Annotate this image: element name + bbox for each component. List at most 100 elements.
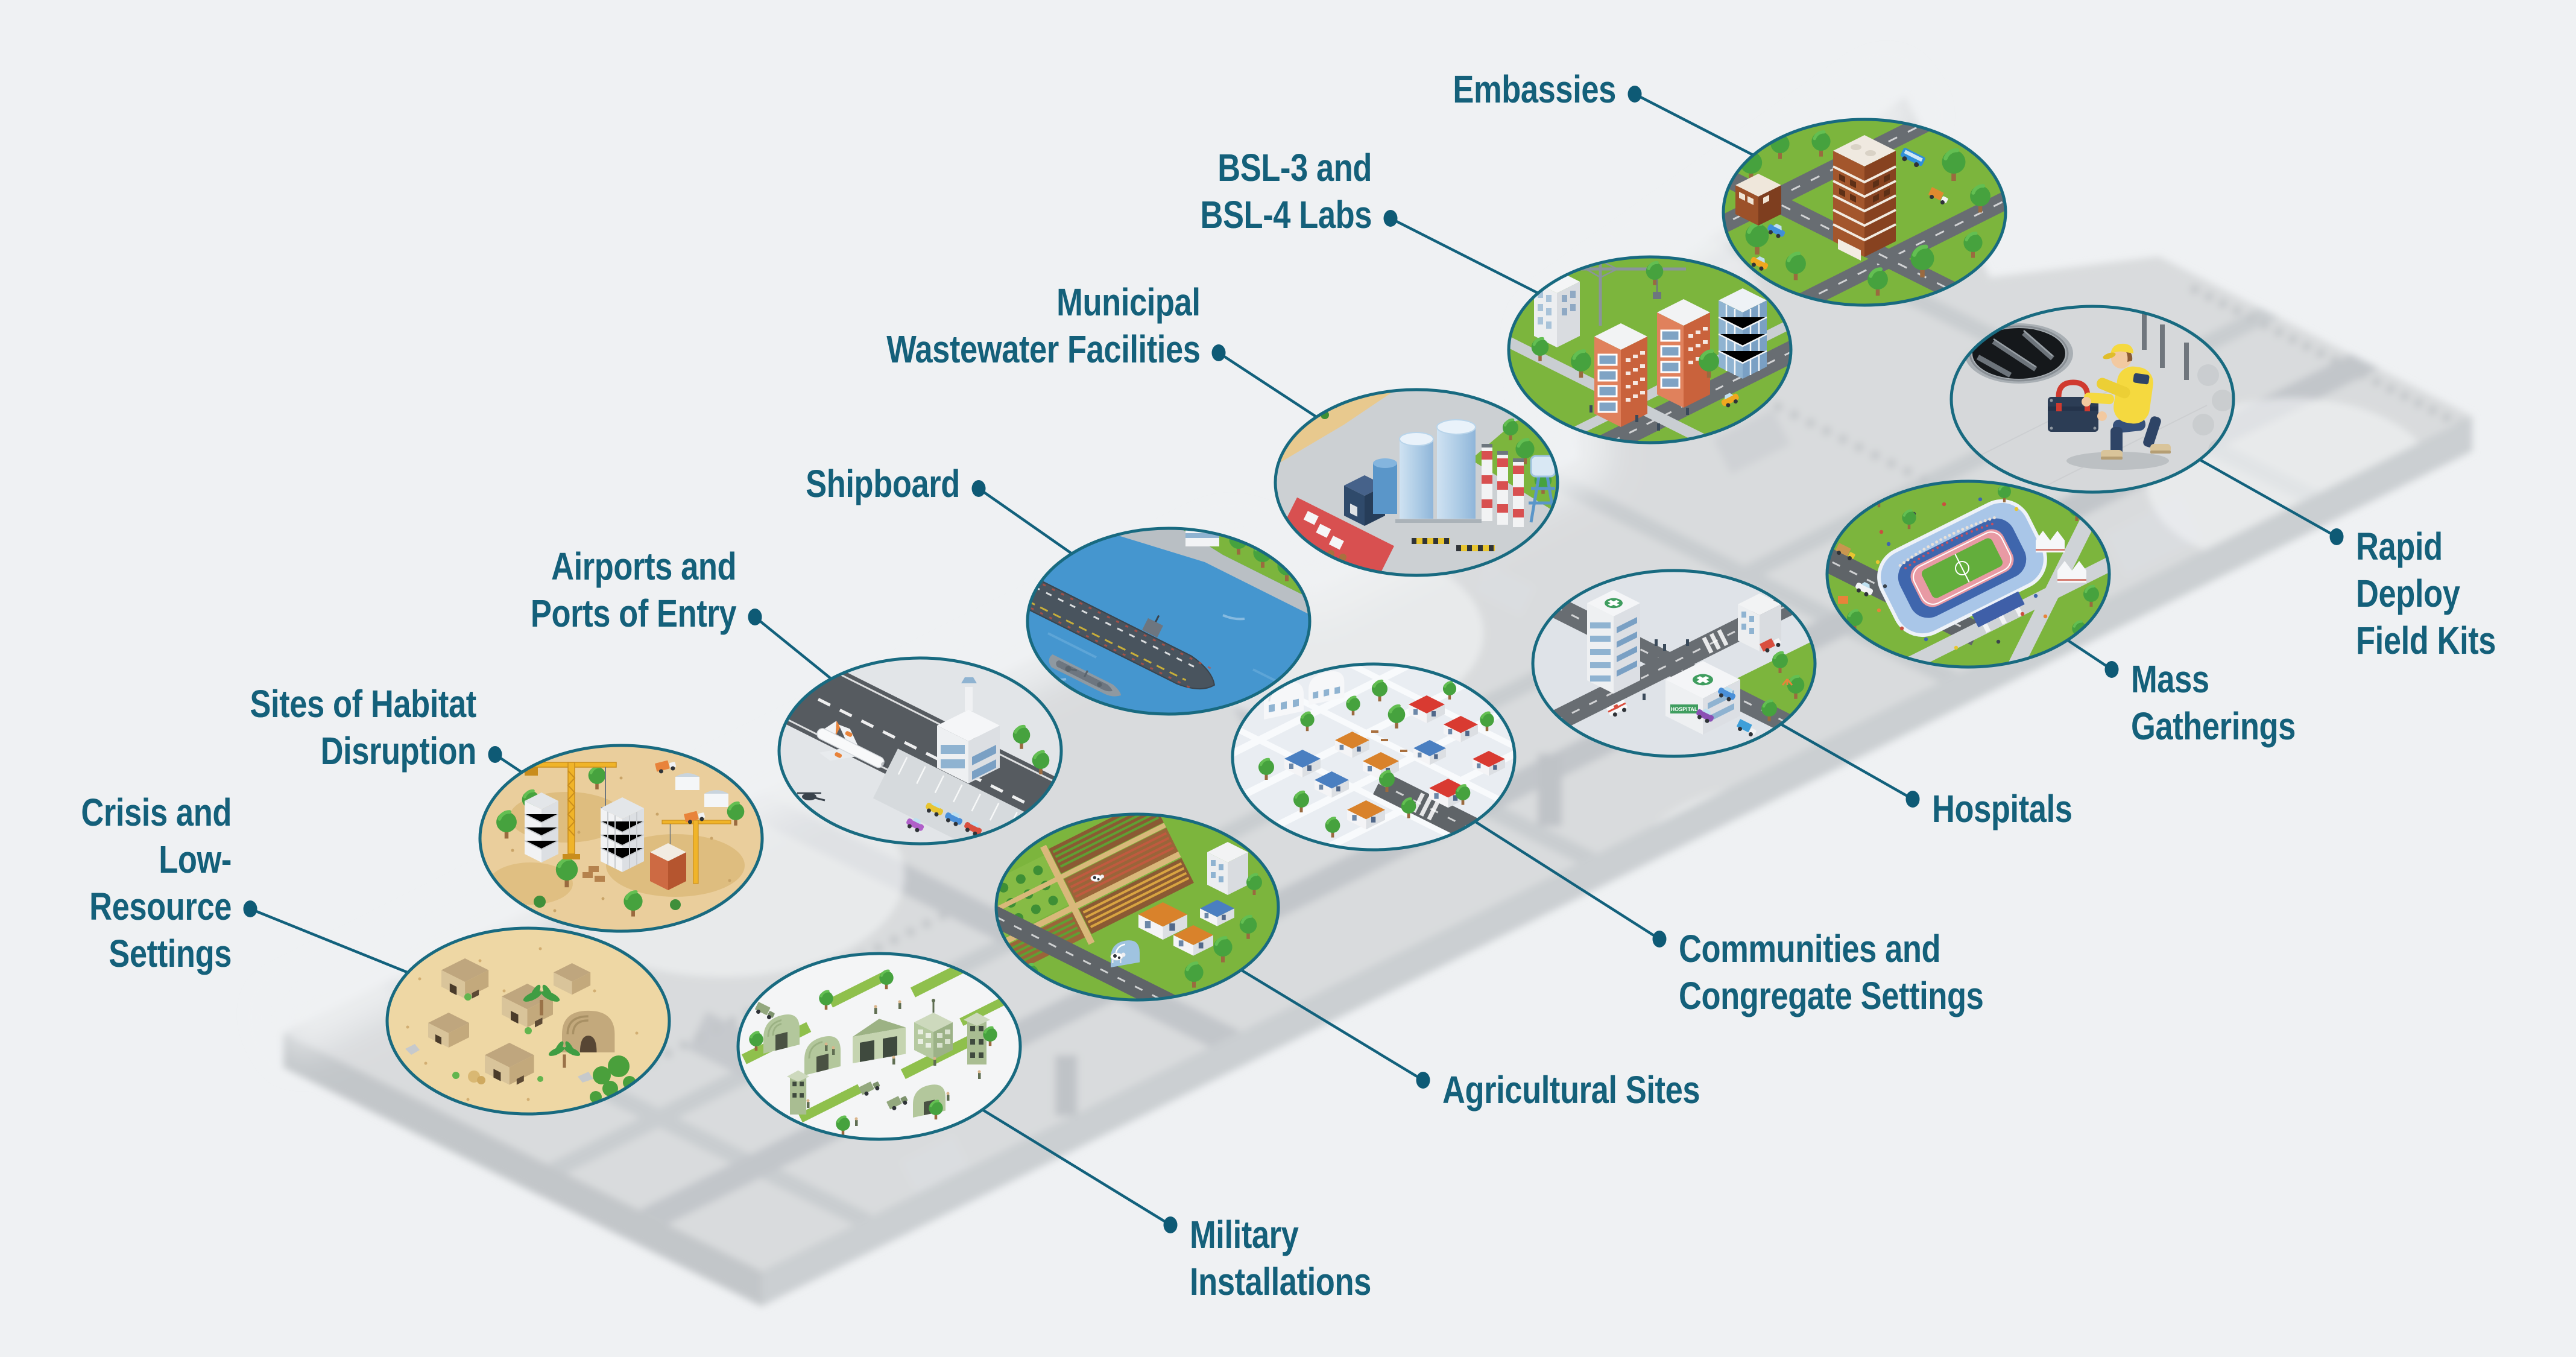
agricultural-illustration: [994, 812, 1280, 1002]
communities-illustration: [1231, 662, 1517, 852]
embassy-tower-icon: [1833, 135, 1896, 261]
cow-icon: [1090, 875, 1105, 882]
hospital-sign: HOSPITAL: [1671, 706, 1698, 712]
connector-embassies-dot: [1627, 86, 1642, 103]
site-label-communities: Communities and Congregate Settings: [1679, 927, 1984, 1017]
watchtower-icon: [964, 1013, 990, 1064]
mass-gatherings-vignette: [1823, 478, 2113, 671]
site-label-military: Military Installations: [1190, 1213, 1371, 1303]
shipboard-illustration: [1026, 527, 1312, 716]
connector-crisis-dot: [243, 900, 257, 917]
embassy-low-building-icon: [1735, 174, 1781, 226]
worker-shadow: [2066, 452, 2169, 470]
airplane-icon: [816, 721, 886, 768]
hospital-tower-icon: [1587, 590, 1640, 694]
watchtower-icon: [786, 1070, 810, 1115]
farm-office-icon: [1207, 842, 1248, 895]
bus-icon: [1900, 148, 1925, 168]
destroyer-icon: [1049, 654, 1122, 697]
connector-rapid-dot: [2329, 528, 2344, 545]
connector-communities-dot: [1652, 931, 1667, 947]
site-label-agricultural: Agricultural Sites: [1442, 1068, 1700, 1112]
site-label-airports: Airports and Ports of Entry: [530, 545, 737, 635]
chimney-icon: [1482, 444, 1524, 527]
bsl-labs-vignette: [1505, 253, 1795, 446]
hangar-icon: [804, 1036, 841, 1075]
hut-icon: [441, 958, 489, 999]
crisis-illustration: [385, 926, 671, 1116]
embassies-vignette: [1720, 116, 2009, 309]
habitat-disruption-illustration: [478, 744, 764, 933]
manhole-icon: [1965, 323, 2073, 384]
office-building-icon: [1534, 270, 1580, 347]
hazard-strip-icon: [1412, 538, 1495, 551]
aircraft-carrier-icon: [1026, 577, 1216, 691]
lab-tower-icon: [1657, 299, 1710, 408]
kiosk-icon: [1838, 596, 1848, 604]
pump-platform-icon: [1280, 497, 1395, 577]
stadium-icon: [1877, 499, 2047, 637]
connector-bsl-dot: [1383, 210, 1398, 227]
lab-tower-icon: [1594, 323, 1647, 427]
site-label-hospitals: Hospitals: [1932, 787, 2072, 830]
hospitals-vignette: HOSPITAL: [1529, 567, 1819, 760]
hq-building-icon: [914, 999, 953, 1060]
crowd-dots: [1875, 497, 2048, 650]
connector-habitat-dot: [488, 746, 502, 763]
water-tower-icon: [1529, 455, 1558, 523]
depot-building-icon: [853, 1019, 906, 1063]
mass-gatherings-illustration: [1825, 479, 2111, 669]
tent-icon: [2036, 531, 2065, 552]
rapid-deploy-vignette: [1948, 303, 2237, 496]
airports-illustration: [777, 656, 1063, 846]
quay: [1114, 527, 1311, 616]
ambulance-icon: [1606, 700, 1627, 717]
airports-vignette: [775, 654, 1065, 847]
site-label-rapid-deploy: Rapid Deploy Field Kits: [2356, 525, 2496, 662]
connector-wastewater-dot: [1211, 344, 1226, 361]
soldiers: [806, 1000, 981, 1126]
hut-icon: [428, 1013, 469, 1048]
playground-icon: [1781, 678, 1793, 686]
crisis-vignette: [384, 925, 673, 1118]
cow-icon: [1110, 952, 1126, 963]
wastewater-vignette: [1272, 386, 1561, 579]
unfinished-building-icon: [600, 797, 645, 872]
site-label-mass-gatherings: Mass Gatherings: [2131, 657, 2296, 748]
treatment-tank-icon: [1373, 463, 1397, 514]
shipboard-vignette: [1024, 525, 1313, 718]
glass-building-icon: [1718, 288, 1767, 379]
bsl-labs-illustration: [1507, 255, 1793, 444]
connector-airports-dot: [748, 609, 762, 625]
agricultural-vignette: [993, 811, 1282, 1004]
rapid-deploy-illustration: [1949, 305, 2235, 494]
site-label-shipboard: Shipboard: [806, 462, 960, 505]
silo-icon: [1399, 419, 1476, 519]
site-label-crisis: Crisis and Low-Resource Settings: [81, 791, 232, 975]
site-label-embassies: Embassies: [1453, 68, 1616, 111]
worker-icon: [2082, 343, 2171, 460]
hut-icon: [554, 963, 591, 995]
hospitals-illustration: HOSPITAL: [1531, 569, 1817, 758]
helicopter-icon: [797, 792, 826, 802]
terminal-building-icon: [937, 677, 1000, 783]
brick-building-icon: [650, 843, 686, 890]
habitat-disruption-vignette: [476, 742, 766, 935]
community-hall-icon: [1309, 671, 1345, 706]
site-label-municipal-wastewater: Municipal Wastewater Facilities: [886, 280, 1201, 371]
connector-mass-dot: [2104, 661, 2119, 678]
wastewater-illustration: [1274, 388, 1559, 577]
embassies-illustration: [1722, 118, 2007, 307]
site-label-habitat-disruption: Sites of Habitat Disruption: [250, 682, 477, 773]
military-vignette: [734, 950, 1024, 1143]
connector-military-dot: [1163, 1216, 1178, 1233]
connector-agricultural-dot: [1416, 1072, 1430, 1089]
hangar-icon: [763, 1014, 800, 1054]
arched-barn-icon: [562, 1010, 615, 1052]
site-label-bsl-labs: BSL-3 and BSL-4 Labs: [1200, 146, 1372, 236]
military-illustration: [736, 952, 1022, 1141]
site-trailer-icon: [675, 773, 728, 807]
unfinished-building-icon: [524, 792, 559, 862]
communities-vignette: [1229, 660, 1518, 853]
